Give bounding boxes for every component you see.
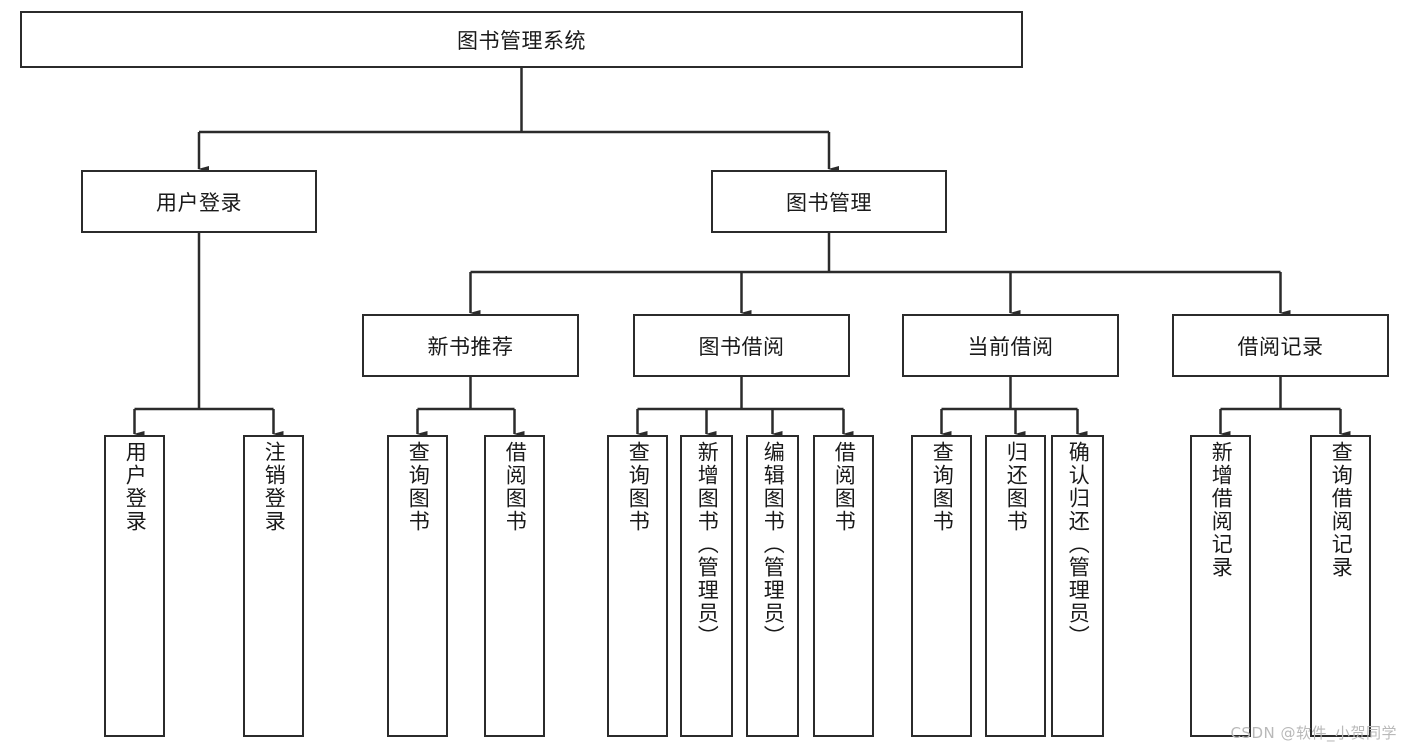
leaf-query-book-current[interactable]: 查询图书 (911, 435, 972, 737)
leaf-query-borrow-record-label: 查询借阅记录 (1329, 441, 1354, 579)
leaf-user-login-label: 用户登录 (123, 441, 148, 533)
leaf-return-book-label: 归还图书 (1004, 441, 1029, 533)
leaf-borrow-book-recommend[interactable]: 借阅图书 (484, 435, 545, 737)
leaf-query-book-borrow-label: 查询图书 (626, 441, 651, 533)
node-book-management-label: 图书管理 (786, 190, 872, 215)
node-borrow-record[interactable]: 借阅记录 (1172, 314, 1389, 377)
leaf-query-book-recommend-label: 查询图书 (406, 441, 431, 533)
leaf-edit-book-admin-label: 编辑图书（管理员） (761, 441, 786, 648)
leaf-query-borrow-record[interactable]: 查询借阅记录 (1310, 435, 1371, 737)
leaf-borrow-book-recommend-label: 借阅图书 (503, 441, 528, 533)
leaf-query-book-recommend[interactable]: 查询图书 (387, 435, 448, 737)
node-new-book-recommend[interactable]: 新书推荐 (362, 314, 579, 377)
leaf-add-borrow-record[interactable]: 新增借阅记录 (1190, 435, 1251, 737)
watermark-text: CSDN @软件_小贺同学 (1230, 724, 1397, 742)
node-current-borrow-label: 当前借阅 (967, 334, 1054, 359)
node-root-label: 图书管理系统 (457, 28, 586, 53)
leaf-query-book-current-label: 查询图书 (930, 441, 955, 533)
leaf-add-book-admin[interactable]: 新增图书（管理员） (680, 435, 733, 737)
leaf-confirm-return-admin-label: 确认归还（管理员） (1066, 441, 1091, 648)
node-book-borrow[interactable]: 图书借阅 (633, 314, 850, 377)
node-user-login-label: 用户登录 (156, 190, 242, 215)
node-book-borrow-label: 图书借阅 (698, 334, 785, 359)
node-borrow-record-label: 借阅记录 (1237, 334, 1324, 359)
leaf-borrow-book[interactable]: 借阅图书 (813, 435, 874, 737)
leaf-query-book-borrow[interactable]: 查询图书 (607, 435, 668, 737)
leaf-add-borrow-record-label: 新增借阅记录 (1209, 441, 1234, 579)
leaf-return-book[interactable]: 归还图书 (985, 435, 1046, 737)
node-book-management[interactable]: 图书管理 (711, 170, 947, 233)
leaf-add-book-admin-label: 新增图书（管理员） (695, 441, 720, 648)
node-user-login[interactable]: 用户登录 (81, 170, 317, 233)
leaf-confirm-return-admin[interactable]: 确认归还（管理员） (1051, 435, 1104, 737)
leaf-user-login[interactable]: 用户登录 (104, 435, 165, 737)
leaf-logout-login-label: 注销登录 (262, 441, 287, 533)
leaf-edit-book-admin[interactable]: 编辑图书（管理员） (746, 435, 799, 737)
leaf-logout-login[interactable]: 注销登录 (243, 435, 304, 737)
leaf-borrow-book-label: 借阅图书 (832, 441, 857, 533)
node-root[interactable]: 图书管理系统 (20, 11, 1023, 68)
node-current-borrow[interactable]: 当前借阅 (902, 314, 1119, 377)
node-new-book-recommend-label: 新书推荐 (427, 334, 514, 359)
